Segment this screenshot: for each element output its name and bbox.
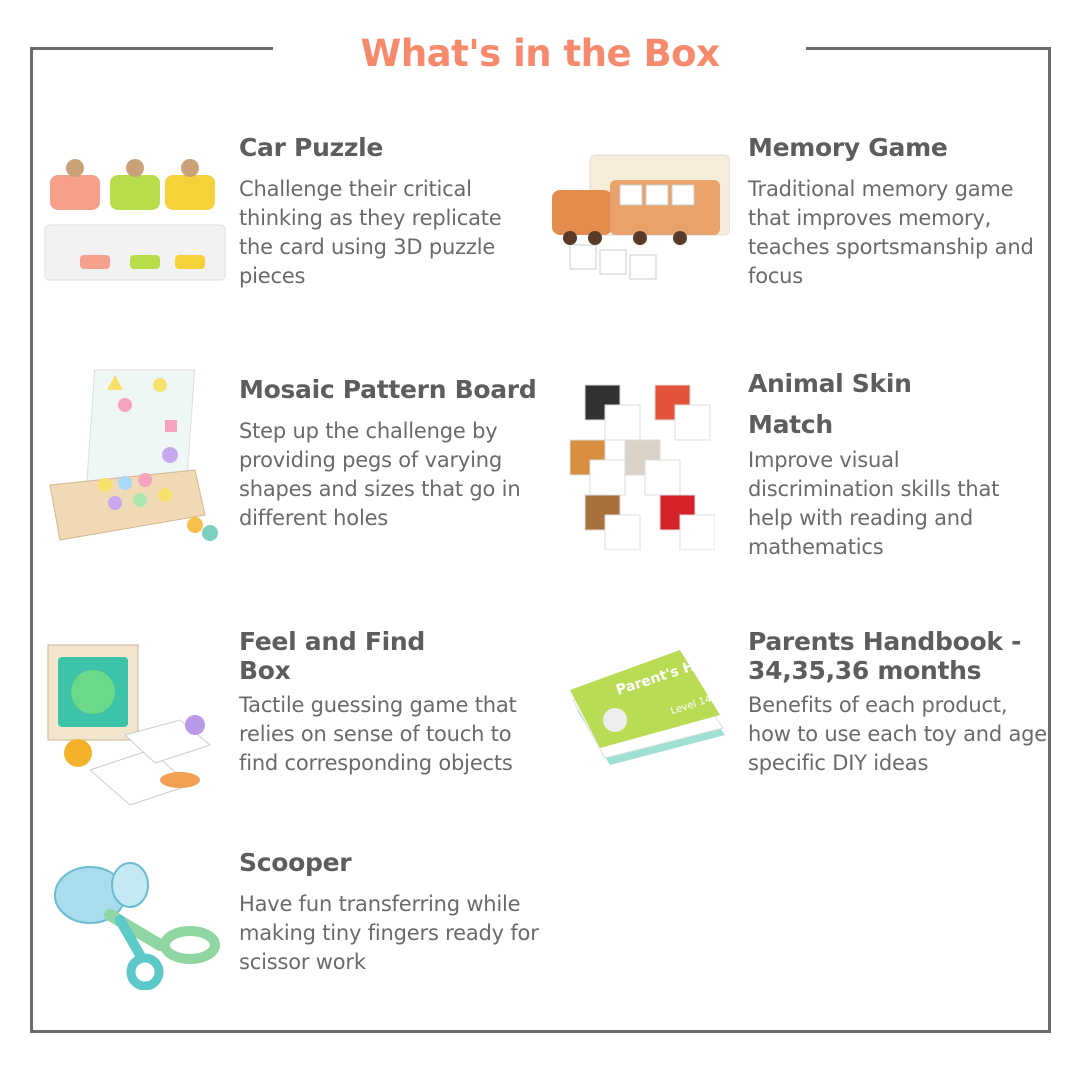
item-title: Animal Skin Match [748,369,912,439]
item-title: Memory Game [748,133,948,162]
item-memory-game: Memory Game Traditional memory game that… [748,133,1048,291]
mosaic-board-image [49,369,218,541]
item-description: Improve visual discrimination skills tha… [748,448,1000,559]
item-animal-skin-match: Animal Skin Match Improve visual discrim… [748,363,1048,562]
item-car-puzzle: Car Puzzle Challenge their critical thin… [239,133,539,291]
item-mosaic-pattern-board: Mosaic Pattern Board Step up the challen… [239,375,539,533]
item-feel-and-find-box: Feel and Find Box Tactile guessing game … [239,627,539,778]
parents-handbook-image: Parent's Handbook Level 14 [565,637,761,765]
title-gap [273,40,806,54]
item-description: Tactile guessing game that relies on sen… [239,693,517,775]
scooper-image [54,862,220,990]
feel-and-find-box-image [47,644,212,805]
item-description: Step up the challenge by providing pegs … [239,419,521,530]
animal-skin-match-image [569,384,715,550]
memory-game-image [552,154,730,280]
item-description: Challenge their critical thinking as the… [239,177,502,288]
item-title: Feel and Find Box [239,627,425,685]
item-title: Mosaic Pattern Board [239,375,537,404]
item-title: Scooper [239,848,352,877]
item-description: Traditional memory game that improves me… [748,177,1034,288]
page-title: What's in the Box [360,32,720,75]
item-description: Benefits of each product, how to use eac… [748,693,1048,775]
item-title: Parents Handbook - 34,35,36 months [748,627,1022,685]
item-parents-handbook: Parents Handbook - 34,35,36 months Benef… [748,627,1048,778]
item-scooper: Scooper Have fun transferring while maki… [239,848,539,977]
car-puzzle-image [44,159,226,281]
item-title: Car Puzzle [239,133,383,162]
item-description: Have fun transferring while making tiny … [239,892,539,974]
